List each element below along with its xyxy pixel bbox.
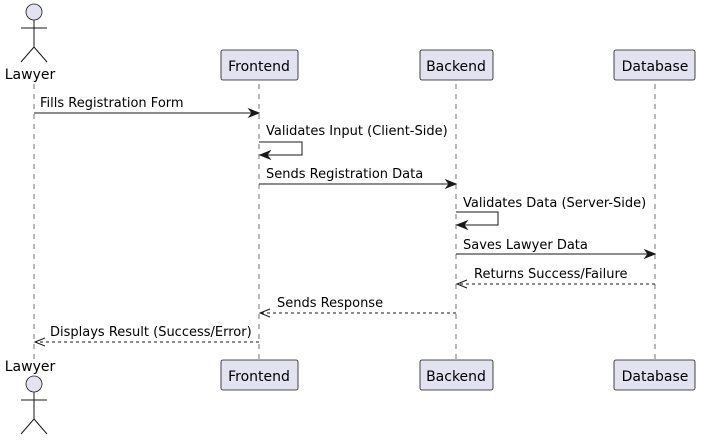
participant-label-lawyer: Lawyer bbox=[5, 359, 56, 375]
participant-box-backend bbox=[419, 359, 494, 391]
message-8: Displays Result (Success/Error) bbox=[33, 325, 259, 347]
participant-box-database bbox=[613, 359, 696, 391]
message-7: Sends Response bbox=[258, 296, 456, 318]
actor-lawyer-bottom: Lawyer bbox=[5, 359, 56, 435]
participant-label-database: Database bbox=[622, 369, 689, 385]
message-label: Fills Registration Form bbox=[40, 96, 184, 111]
participant-backend-top: Backend bbox=[419, 49, 494, 81]
arrowhead-icon bbox=[455, 219, 469, 231]
participant-label-lawyer: Lawyer bbox=[5, 67, 56, 83]
message-6: Returns Success/Failure bbox=[455, 267, 655, 289]
participant-label-frontend: Frontend bbox=[228, 369, 290, 385]
participant-frontend-top: Frontend bbox=[220, 49, 299, 81]
arrowhead-icon bbox=[444, 178, 458, 190]
message-label: Sends Response bbox=[277, 296, 383, 311]
participant-label-backend: Backend bbox=[426, 59, 486, 75]
message-5: Saves Lawyer Data bbox=[456, 238, 657, 260]
participant-box-frontend bbox=[220, 49, 299, 81]
open-arrowhead-icon bbox=[33, 337, 46, 347]
participant-label-database: Database bbox=[622, 59, 689, 75]
actor-lawyer-top: Lawyer bbox=[5, 3, 56, 83]
actor-head-icon bbox=[25, 375, 43, 393]
participant-box-backend bbox=[419, 49, 494, 81]
participant-database-top: Database bbox=[613, 49, 696, 81]
message-label: Validates Data (Server-Side) bbox=[463, 196, 646, 211]
message-1: Fills Registration Form bbox=[34, 96, 261, 119]
message-4: Validates Data (Server-Side) bbox=[455, 196, 646, 231]
message-label: Validates Input (Client-Side) bbox=[266, 124, 448, 139]
participant-label-backend: Backend bbox=[426, 369, 486, 385]
participant-box-database bbox=[613, 49, 696, 81]
participant-backend-bottom: Backend bbox=[419, 359, 494, 391]
open-arrowhead-icon bbox=[258, 308, 271, 318]
actor-head-icon bbox=[25, 3, 43, 21]
message-2: Validates Input (Client-Side) bbox=[258, 124, 448, 161]
message-label: Saves Lawyer Data bbox=[463, 238, 588, 253]
participant-label-frontend: Frontend bbox=[228, 59, 290, 75]
arrowhead-icon bbox=[643, 248, 657, 260]
message-label: Returns Success/Failure bbox=[474, 267, 628, 282]
participant-box-frontend bbox=[220, 359, 299, 391]
open-arrowhead-icon bbox=[455, 279, 468, 289]
arrowhead-icon bbox=[258, 149, 272, 161]
actor-body-icon bbox=[20, 20, 48, 63]
message-3: Sends Registration Data bbox=[259, 167, 458, 190]
arrowhead-icon bbox=[247, 107, 261, 119]
participant-database-bottom: Database bbox=[613, 359, 696, 391]
actor-body-icon bbox=[20, 392, 48, 435]
message-label: Displays Result (Success/Error) bbox=[50, 325, 252, 340]
participant-frontend-bottom: Frontend bbox=[220, 359, 299, 391]
message-label: Sends Registration Data bbox=[266, 167, 423, 182]
